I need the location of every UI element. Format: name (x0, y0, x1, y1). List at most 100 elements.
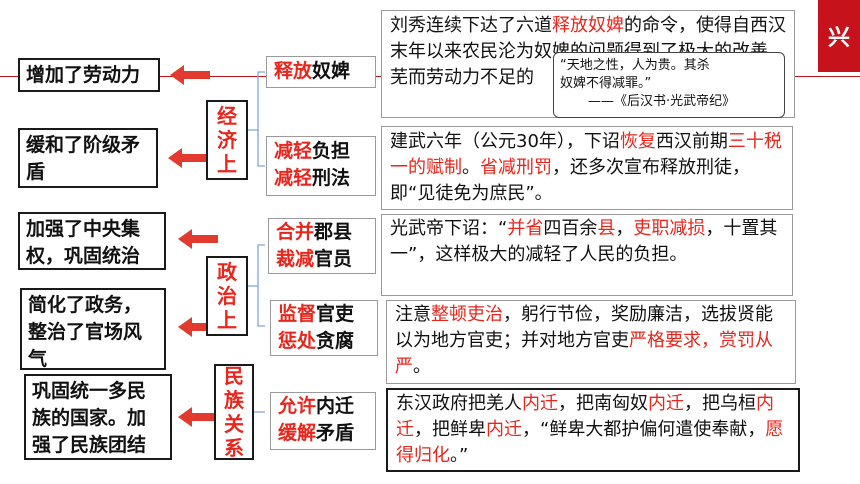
category-politics: 政 治 上 (206, 256, 248, 336)
category-ethnic-relations: 民 族 关 系 (214, 364, 254, 460)
highlight-text: 缓解 (278, 422, 317, 444)
arrow-left-icon (178, 407, 218, 427)
body-text: 光武帝下诏：“ (390, 218, 508, 239)
body-text: 负担 (312, 140, 351, 162)
highlight-text: 内迁 (522, 393, 558, 414)
effect-box-2: 缓和了阶级矛盾 (18, 128, 158, 188)
body-text: 。 (462, 157, 480, 178)
highlight-text: 惩处 (278, 330, 317, 352)
highlight-text: 减轻 (274, 140, 313, 162)
effect-box-1: 增加了劳动力 (18, 58, 160, 92)
measure-line: 惩处贪腐 (278, 328, 370, 355)
category-economy: 经 济 上 (206, 100, 248, 180)
body-text: 矛盾 (316, 422, 355, 444)
highlight-text: 并省 (507, 218, 544, 239)
category-char: 政 (217, 260, 237, 284)
measure-line: 合并郡县 (276, 219, 368, 246)
body-text: 官员 (314, 248, 353, 270)
effect-text: 巩固统一多民族的国家。加强了民族团结 (32, 380, 147, 456)
category-char: 治 (217, 284, 237, 308)
category-char: 济 (217, 128, 237, 152)
category-char: 经 (217, 104, 237, 128)
effect-box-4: 简化了政务，整治了官场风气 (20, 288, 166, 370)
effect-text: 加强了中央集权，巩固统治 (26, 218, 141, 267)
arrow-left-icon (178, 229, 218, 249)
body-text: ，躬行节俭，奖励廉洁，选拔贤能以为地方官吏；并对地方官吏 (395, 304, 773, 351)
highlight-text: 内迁 (486, 419, 522, 440)
body-text: ，把乌桓 (684, 393, 756, 414)
highlight-text: 吏职减损 (633, 218, 706, 239)
measure-line: 释放奴婢 (274, 58, 368, 85)
highlight-text: 整顿吏治 (431, 304, 503, 325)
highlight-text: 内迁 (396, 393, 774, 440)
effect-box-5: 巩固统一多民族的国家。加强了民族团结 (24, 374, 172, 460)
highlight-text: 三十税一的赋制 (390, 131, 782, 178)
body-text: ， (615, 218, 634, 239)
arrow-left-icon (168, 148, 208, 168)
effect-text: 简化了政务，整治了官场风气 (28, 294, 143, 370)
highlight-text: 监督 (278, 303, 317, 325)
body-text: 刑法 (312, 167, 351, 189)
body-text: ，十置其一”，这样极大的减轻了人民的负担。 (390, 218, 778, 265)
arrow-left-icon (178, 317, 218, 337)
body-text: ，“鲜卑大都护偏何遣使奉献， (522, 419, 766, 440)
body-text: 奴婢 (312, 60, 351, 82)
highlight-text: 恢复 (619, 131, 656, 152)
section-badge: 兴 (818, 0, 860, 72)
highlight-text: 严格要求，赏罚从严 (395, 330, 773, 377)
measure-box-3: 合并郡县裁减官员 (268, 218, 376, 274)
body-text: 贪腐 (316, 330, 355, 352)
category-char: 民 (224, 364, 244, 388)
body-text: 西汉前期 (655, 131, 728, 152)
body-text: ，把鲜卑 (414, 419, 486, 440)
highlight-text: 省减刑罚 (480, 157, 552, 178)
highlight-text: 允许 (278, 395, 317, 417)
body-text: 注意 (395, 304, 431, 325)
highlight-text: 内迁 (648, 393, 684, 414)
body-text: 郡县 (314, 221, 353, 243)
category-char: 族 (224, 388, 244, 412)
body-text: 建武六年（公元30年），下诏 (390, 131, 620, 152)
detail-box-4: 注意整顿吏治，躬行节俭，奖励廉洁，选拔贤能以为地方官吏；并对地方官吏严格要求，赏… (386, 300, 796, 384)
measure-line: 减轻刑法 (274, 165, 368, 192)
effect-text: 增加了劳动力 (26, 64, 141, 86)
quote-line-1: “天地之性，人为贵。其杀 (560, 58, 710, 73)
body-text: 。 (413, 356, 431, 377)
body-text: 刘秀连续下达了六道 (390, 15, 552, 36)
category-char: 上 (217, 308, 237, 332)
highlight-text: 释放 (274, 60, 313, 82)
effect-box-3: 加强了中央集权，巩固统治 (18, 212, 166, 270)
highlight-text: 合并 (276, 221, 315, 243)
detail-box-5: 东汉政府把羌人内迁，把南匈奴内迁，把乌桓内迁，把鲜卑内迁，“鲜卑大都护偏何遣使奉… (386, 388, 800, 472)
highlight-text: 县 (597, 218, 616, 239)
body-text: ，还多次宣布释放刑徒，即“见徒免为庶民”。 (390, 157, 750, 204)
highlight-text: 释放奴婢 (552, 15, 624, 36)
detail-box-3: 光武帝下诏：“并省四百余县，吏职减损，十置其一”，这样极大的减轻了人民的负担。 (381, 214, 793, 296)
detail-box-2: 建武六年（公元30年），下诏恢复西汉前期三十税一的赋制。省减刑罚，还多次宣布释放… (381, 126, 793, 210)
quote-source: ——《后汉书·光武帝纪》 (588, 94, 736, 109)
highlight-text: 裁减 (276, 248, 315, 270)
measure-line: 监督官吏 (278, 301, 370, 328)
measure-box-1: 释放奴婢 (266, 56, 376, 88)
badge-text: 兴 (827, 26, 850, 51)
measure-line: 减轻负担 (274, 138, 368, 165)
measure-box-2: 减轻负担减轻刑法 (266, 136, 376, 196)
measure-line: 裁减官员 (276, 246, 368, 273)
body-text: 芜而劳动力不足的 (390, 67, 534, 88)
arrow-left-icon (170, 65, 210, 85)
body-text: 四百余 (543, 218, 598, 239)
highlight-text: 减轻 (274, 167, 313, 189)
body-text: 。” (450, 445, 469, 466)
effect-text: 缓和了阶级矛盾 (26, 134, 141, 183)
category-char: 关 (224, 412, 244, 436)
body-text: 官吏 (316, 303, 355, 325)
measure-line: 缓解矛盾 (278, 420, 368, 447)
category-char: 系 (224, 436, 244, 460)
body-text: 东汉政府把羌人 (396, 393, 522, 414)
quote-callout: “天地之性，人为贵。其杀 奴婢不得减罪。” ——《后汉书·光武帝纪》 (553, 52, 785, 118)
quote-line-2: 奴婢不得减罪。” (560, 76, 652, 91)
measure-box-5: 允许内迁缓解矛盾 (270, 392, 376, 450)
body-text: ，把南匈奴 (558, 393, 648, 414)
highlight-text: 愿得归化 (396, 419, 784, 466)
body-text: 内迁 (316, 395, 355, 417)
